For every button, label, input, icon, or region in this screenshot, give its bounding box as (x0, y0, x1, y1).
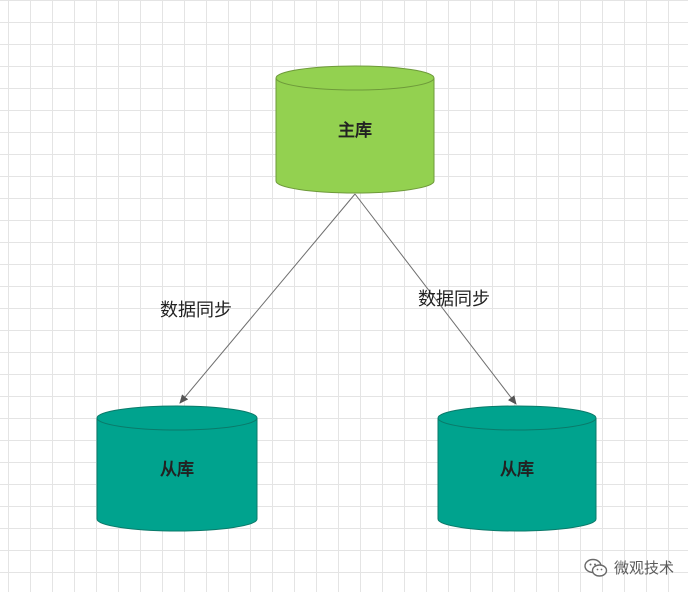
watermark: 微观技术 (584, 557, 674, 578)
sync-arrow-left (179, 193, 356, 404)
edge-label-left: 数据同步 (160, 300, 232, 321)
slave-right-label: 从库 (500, 459, 534, 480)
edge-master-to-slave-right: 数据同步 (354, 193, 517, 405)
watermark-text: 微观技术 (613, 559, 674, 577)
slave-right-cylinder-body (437, 405, 597, 532)
master-cylinder-body (275, 65, 435, 194)
edge-label-right: 数据同步 (418, 289, 490, 310)
slave-right-cylinder-top (437, 417, 597, 431)
slave-right-database-node: 从库 (437, 405, 597, 532)
slave-left-label: 从库 (160, 459, 194, 480)
slave-left-database-node: 从库 (96, 405, 258, 532)
edge-master-to-slave-left: 数据同步 (160, 193, 356, 404)
master-database-node: 主库 (275, 65, 435, 194)
master-cylinder-top (275, 77, 435, 91)
master-label: 主库 (338, 120, 372, 141)
slave-left-cylinder-body (96, 405, 258, 532)
slave-left-cylinder-top (96, 417, 258, 431)
wechat-icon (584, 558, 608, 578)
sync-arrow-right (354, 193, 517, 405)
